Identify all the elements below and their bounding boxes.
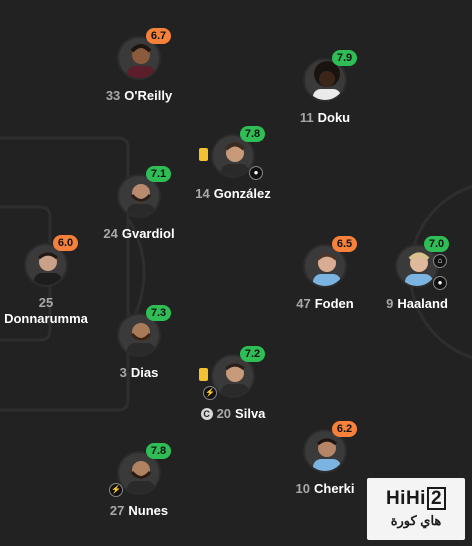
assist-icon: ⌂ — [433, 254, 447, 268]
shirt-number: 33 — [105, 88, 121, 103]
shirt-shape — [313, 89, 341, 100]
shirt-number: 24 — [103, 226, 118, 241]
player-avatar: 7.1 — [117, 166, 171, 218]
player-avatar: 6.5 — [303, 236, 357, 288]
face-shape — [410, 254, 428, 272]
shirt-number: 9 — [386, 296, 394, 311]
shirt-shape — [221, 384, 249, 396]
player-name: Doku — [317, 110, 351, 125]
watermark-logo-number: 2 — [426, 487, 447, 510]
player-name: Silva — [235, 406, 266, 421]
shirt-shape — [313, 459, 341, 471]
shirt-shape — [127, 66, 155, 78]
player-name: Foden — [314, 296, 354, 311]
shirt-shape — [127, 343, 155, 355]
shirt-number: 14 — [195, 186, 210, 201]
face-shape — [318, 439, 336, 457]
shirt-number: 25 — [38, 295, 54, 310]
player-cherki[interactable]: 6.2 10 Cherki — [270, 421, 380, 497]
player-name: González — [213, 186, 271, 201]
shirt-number: 47 — [296, 296, 311, 311]
rating-badge: 6.0 — [53, 235, 78, 251]
face-shape — [132, 46, 150, 64]
rating-badge: 7.3 — [146, 305, 171, 321]
yellow-card-icon — [199, 148, 208, 161]
face-shape — [226, 144, 244, 162]
player-name: Dias — [130, 365, 159, 380]
player-avatar: 7.8 ● — [199, 126, 265, 180]
rating-badge: 7.8 — [146, 443, 171, 459]
player-name: Cherki — [314, 481, 355, 496]
shirt-shape — [313, 274, 341, 286]
shirt-number: 20 — [216, 406, 232, 421]
player-avatar: 6.7 — [117, 28, 171, 80]
watermark-arabic-text: هاي كورة — [390, 513, 442, 528]
yellow-card-icon — [199, 368, 208, 381]
boot-icon: ⚡ — [203, 386, 217, 400]
rating-badge: 7.8 — [240, 126, 265, 142]
player-name: Haaland — [397, 296, 448, 311]
shirt-shape — [221, 164, 249, 176]
player-name: O'Reilly — [124, 88, 173, 103]
player-name: Donnarumma — [4, 311, 88, 326]
shirt-number: 10 — [295, 481, 310, 496]
ball-icon: ● — [433, 276, 447, 290]
boot-icon: ⚡ — [109, 483, 123, 497]
player-name: Nunes — [128, 503, 169, 518]
face-shape — [319, 71, 335, 87]
face-shape — [318, 254, 336, 272]
player-avatar: 7.2 ⚡ — [199, 346, 265, 400]
shirt-shape — [127, 204, 155, 216]
player-avatar: 7.0 ⌂ ● — [395, 236, 449, 290]
rating-badge: 7.2 — [240, 346, 265, 362]
shirt-number: 3 — [119, 365, 127, 380]
player-avatar: 7.8 ⚡ — [109, 443, 171, 497]
player-avatar: 7.3 — [117, 305, 171, 357]
player-avatar: 6.0 — [24, 235, 78, 287]
rating-badge: 6.7 — [146, 28, 171, 44]
shirt-shape — [34, 273, 62, 285]
face-shape — [226, 364, 244, 382]
rating-badge: 7.0 — [424, 236, 449, 252]
rating-badge: 7.9 — [332, 50, 357, 66]
shirt-shape — [127, 481, 155, 493]
shirt-shape — [405, 274, 433, 286]
rating-badge: 7.1 — [146, 166, 171, 182]
captain-badge: C — [200, 408, 213, 420]
player-name-label: 10 Cherki — [270, 481, 380, 497]
player-avatar: 7.9 — [303, 50, 357, 102]
watermark-logo-word: HiHi — [385, 488, 426, 509]
player-name: Gvardiol — [121, 226, 175, 241]
rating-badge: 6.5 — [332, 236, 357, 252]
ball-icon: ● — [249, 166, 263, 180]
shirt-number: 27 — [109, 503, 125, 518]
shirt-number: 11 — [299, 110, 314, 125]
rating-badge: 6.2 — [332, 421, 357, 437]
player-avatar: 6.2 — [303, 421, 357, 473]
face-shape — [39, 253, 57, 271]
